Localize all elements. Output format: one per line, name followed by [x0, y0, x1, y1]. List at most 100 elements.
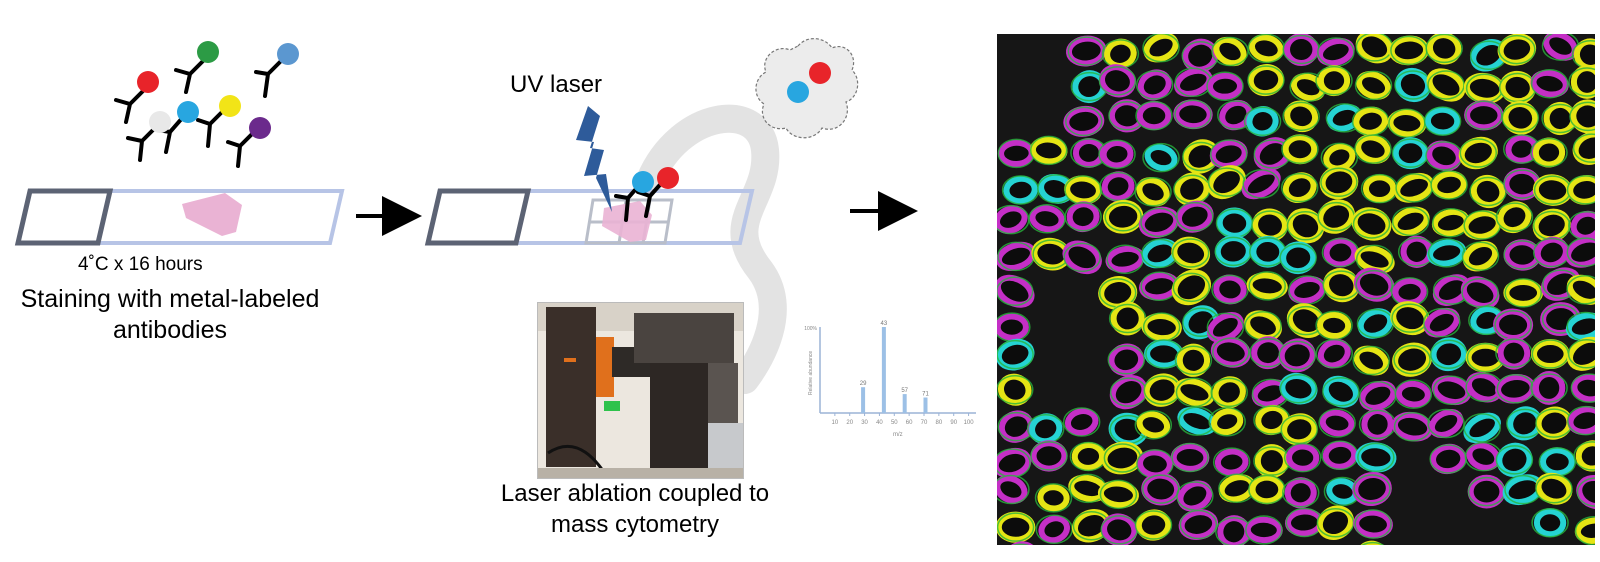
- tissue-membrane: [1210, 377, 1248, 408]
- tissue-cell: [1214, 235, 1252, 268]
- tissue-membrane: [1322, 376, 1360, 407]
- tissue-cell: [1362, 174, 1397, 203]
- tissue-membrane: [1098, 66, 1137, 96]
- tissue-cell: [1170, 443, 1210, 472]
- tissue-membrane: [1573, 441, 1600, 471]
- tissue-cell: [1353, 106, 1388, 136]
- tissue-membrane: [1574, 515, 1600, 546]
- tissue-membrane: [1465, 100, 1503, 130]
- spectrum-tick-label: 60: [906, 420, 913, 426]
- spectrum-tick-label: 10: [832, 420, 839, 426]
- tissue-membrane: [1176, 201, 1214, 232]
- tissue-membrane: [1498, 34, 1536, 65]
- staining-condition: 4˚C x 16 hours: [78, 254, 203, 275]
- tissue-membrane: [1065, 106, 1103, 137]
- tissue-cell: [1217, 515, 1251, 549]
- tissue-cell: [1470, 174, 1506, 209]
- tissue-membrane: [996, 512, 1035, 542]
- tissue-cell: [1246, 106, 1279, 137]
- tissue-membrane: [1283, 442, 1322, 473]
- tissue-cell: [1282, 172, 1317, 204]
- tissue-membrane: [1179, 509, 1218, 540]
- tissue-membrane: [1171, 442, 1209, 473]
- tissue-cell: [1356, 71, 1392, 100]
- tissue-membrane: [1107, 345, 1146, 375]
- metal-tag-icon: [277, 43, 299, 65]
- tissue-membrane: [1315, 65, 1353, 96]
- tissue-cell: [1064, 175, 1102, 205]
- tissue-cell: [1281, 413, 1318, 446]
- metal-tag-icon: [249, 117, 271, 139]
- metal-tag-icon: [177, 101, 199, 123]
- tissue-cell: [998, 139, 1035, 168]
- tissue-cell: [1248, 34, 1284, 63]
- tissue-membrane: [1531, 507, 1569, 538]
- tissue-membrane: [1393, 344, 1431, 375]
- tissue-membrane: [1463, 413, 1501, 443]
- tissue-membrane: [1566, 275, 1600, 305]
- tissue-cell: [1247, 64, 1285, 97]
- spectrum-peak: [881, 327, 886, 413]
- tissue-membrane: [1063, 242, 1101, 273]
- tissue-membrane: [1034, 483, 1073, 513]
- tissue-cell: [1392, 137, 1429, 170]
- tissue-membrane: [1134, 410, 1173, 440]
- tissue-membrane: [1030, 441, 1068, 471]
- tissue-cell: [1250, 236, 1286, 268]
- spectrum-tick-label: 80: [936, 420, 943, 426]
- tissue-cell: [1423, 307, 1460, 338]
- spectrum-tick-label: 90: [950, 420, 957, 426]
- staining-title-line1: Staining with metal-labeled: [20, 285, 320, 313]
- ablation-title-line1: Laser ablation coupled to: [500, 480, 770, 507]
- tissue-membrane: [1425, 33, 1463, 64]
- tissue-cell: [1400, 235, 1433, 268]
- tissue-cell: [1424, 106, 1461, 136]
- tissue-membrane: [996, 339, 1034, 370]
- tissue-membrane: [1279, 373, 1318, 404]
- spectrum-peak-label: 29: [860, 381, 867, 387]
- metal-tag-icon: [632, 171, 654, 193]
- tissue-cell: [1249, 474, 1285, 505]
- metal-tag-icon: [149, 111, 171, 133]
- tissue-cell: [1244, 310, 1282, 341]
- tissue-cell: [1497, 201, 1532, 234]
- spectrum-peak: [923, 397, 928, 413]
- tissue-cell: [1319, 409, 1355, 437]
- tissue-membrane: [1134, 510, 1173, 540]
- tissue-cell: [1279, 372, 1318, 405]
- tissue-cell: [1102, 199, 1144, 234]
- tissue-cell: [1101, 441, 1144, 475]
- uv-laser-bolt-icon: [576, 106, 612, 212]
- tissue-cell: [1219, 99, 1253, 131]
- tissue-cell: [1029, 205, 1065, 233]
- spectrum-tick-label: 70: [921, 420, 928, 426]
- tissue-membrane: [1530, 373, 1568, 403]
- metal-tag-icon: [197, 41, 219, 63]
- tissue-membrane: [1248, 271, 1286, 301]
- tissue-cell: [1543, 31, 1578, 61]
- tissue-membrane: [1172, 272, 1211, 303]
- tissue-cell: [1534, 236, 1569, 269]
- spectrum-ylabel: Relative abundance: [808, 351, 814, 395]
- tissue-cell: [1387, 109, 1427, 138]
- tissue-cell: [1137, 449, 1173, 479]
- tissue-membrane: [1353, 474, 1391, 504]
- metal-tag-icon: [219, 95, 241, 117]
- tissue-cell: [1284, 508, 1324, 537]
- tissue-image: [992, 30, 1600, 562]
- tissue-cell: [1284, 32, 1319, 67]
- tissue-cell: [1171, 269, 1212, 306]
- tissue-cell: [1426, 32, 1462, 65]
- tissue-membrane: [1567, 405, 1600, 436]
- tissue-cell: [1533, 508, 1567, 538]
- tissue-cell: [1430, 443, 1467, 475]
- tissue-membrane: [1501, 103, 1540, 133]
- tissue-cell: [1137, 69, 1172, 101]
- tissue-membrane: [1281, 477, 1320, 508]
- tissue-membrane: [1354, 70, 1393, 101]
- tissue-cell: [1244, 516, 1283, 544]
- tissue-membrane: [1357, 442, 1395, 473]
- tissue-membrane: [1245, 515, 1283, 545]
- tissue-membrane: [1175, 377, 1214, 408]
